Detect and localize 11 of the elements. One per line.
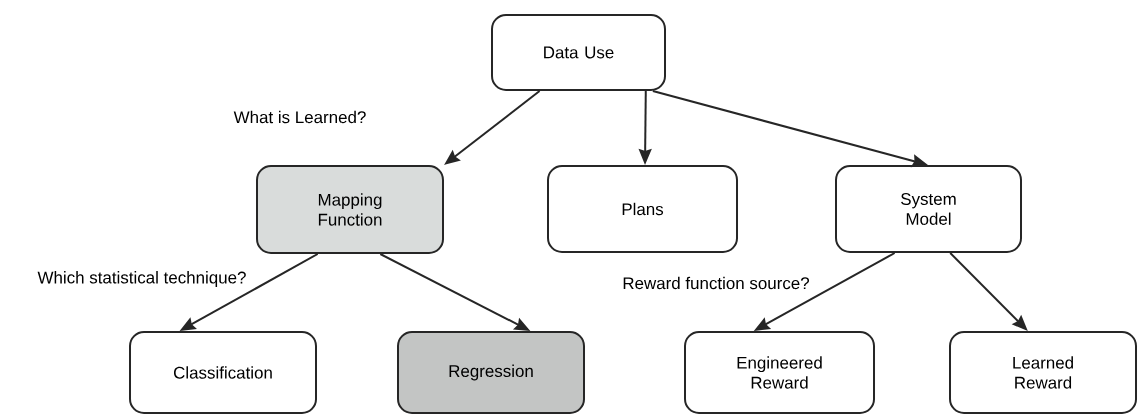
question-label: What is Learned? <box>233 110 366 124</box>
process-box: Engineered Reward <box>684 331 875 414</box>
process-box: System Model <box>835 165 1022 253</box>
question-label: Reward function source? <box>623 276 809 290</box>
process-box: Learned Reward <box>949 331 1137 414</box>
process-box: Data Use <box>491 14 666 91</box>
process-box: Mapping Function <box>256 165 444 254</box>
process-box: Regression <box>397 331 585 414</box>
process-box: Classification <box>129 331 317 414</box>
question-label: Which statistical technique? <box>37 271 246 287</box>
process-box: Plans <box>547 165 738 253</box>
